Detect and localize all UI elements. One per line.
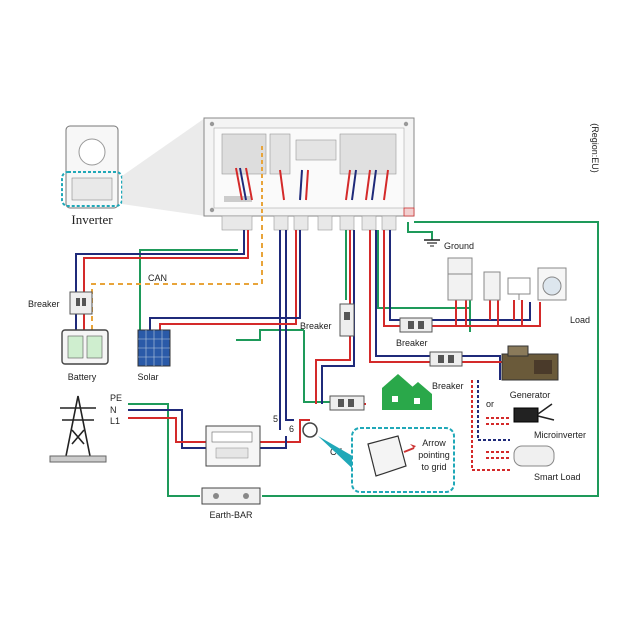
house-breaker bbox=[329, 395, 365, 411]
ground-label: Ground bbox=[444, 241, 474, 251]
inverter-label: Inverter bbox=[71, 212, 113, 227]
generator-breaker bbox=[429, 351, 463, 367]
battery-icon bbox=[61, 329, 109, 365]
smart-load-label: Smart Load bbox=[534, 472, 581, 482]
load-label: Load bbox=[570, 315, 590, 325]
house-icon bbox=[382, 374, 432, 410]
can-label: CAN bbox=[148, 273, 167, 283]
load-breaker bbox=[399, 317, 433, 333]
breaker-battery-label: Breaker bbox=[28, 299, 60, 309]
power-pylon-icon bbox=[49, 395, 107, 463]
arrow-line3: to grid bbox=[421, 462, 446, 472]
solar-panel-icon bbox=[137, 329, 171, 367]
solar-label: Solar bbox=[137, 372, 158, 382]
arrow-line2: pointing bbox=[418, 450, 450, 460]
ct-clamp-icon bbox=[302, 422, 318, 438]
or-label: or bbox=[486, 399, 494, 409]
microinverter-label: Microinverter bbox=[534, 430, 586, 440]
breaker-load-label: Breaker bbox=[396, 338, 428, 348]
water-heater-icon bbox=[513, 445, 555, 467]
air-conditioner-icon bbox=[483, 271, 501, 301]
computer-icon bbox=[507, 277, 531, 300]
l1-label: L1 bbox=[110, 416, 120, 426]
generator-icon bbox=[501, 345, 559, 381]
wire-5-label: 5 bbox=[273, 414, 278, 424]
pe-label: PE bbox=[110, 393, 122, 403]
can-cable bbox=[91, 216, 263, 330]
breaker-mid-label: Breaker bbox=[300, 321, 332, 331]
n-label: N bbox=[110, 405, 117, 415]
earth-bar-icon bbox=[201, 487, 261, 505]
inverter-panel bbox=[203, 117, 415, 231]
generator-label: Generator bbox=[510, 390, 551, 400]
earth-bar-label: Earth-BAR bbox=[209, 510, 253, 520]
fridge-icon bbox=[447, 257, 473, 301]
washing-machine-icon bbox=[537, 267, 567, 301]
ct-callout bbox=[318, 427, 455, 493]
power-wiring bbox=[75, 230, 541, 471]
mid-breaker bbox=[339, 303, 355, 337]
battery-label: Battery bbox=[68, 372, 97, 382]
microinverter-icon bbox=[513, 403, 555, 423]
energy-meter-icon bbox=[205, 425, 261, 467]
ground-symbol bbox=[407, 222, 440, 247]
battery-breaker bbox=[69, 291, 93, 315]
arrow-line1: Arrow bbox=[422, 438, 446, 448]
zoom-wedge bbox=[122, 118, 205, 216]
inverter-thumbnail bbox=[61, 125, 123, 209]
region-label: (Region:EU) bbox=[590, 123, 600, 173]
breaker-gen-label: Breaker bbox=[432, 381, 464, 391]
wire-6-label: 6 bbox=[289, 424, 294, 434]
